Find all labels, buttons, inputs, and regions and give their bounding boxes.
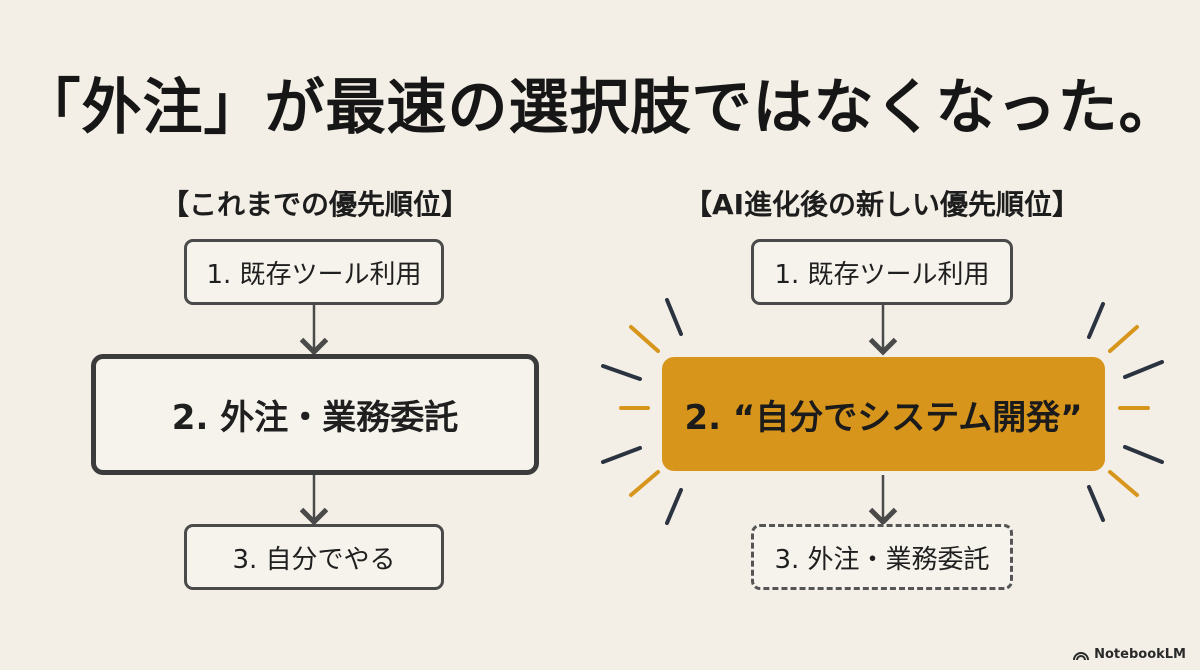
right-step-1: 1. 既存ツール利用 [751, 239, 1013, 305]
right-step-3: 3. 外注・業務委託 [751, 524, 1013, 590]
brand-label: NotebookLM [1094, 647, 1186, 662]
right-column-heading: 【AI進化後の新しい優先順位】 [683, 188, 1081, 221]
notebooklm-watermark: NotebookLM [1073, 647, 1186, 662]
left-step-3: 3. 自分でやる [184, 524, 444, 590]
left-column-heading: 【これまでの優先順位】 [160, 188, 469, 221]
slide-title: 「外注」が最速の選択肢ではなくなった。 [20, 73, 1180, 143]
right-step-2-highlight: 2. “自分でシステム開発” [662, 357, 1105, 471]
left-step-2: 2. 外注・業務委託 [91, 354, 539, 475]
notebooklm-logo-icon [1073, 651, 1090, 660]
left-step-1: 1. 既存ツール利用 [184, 239, 444, 305]
